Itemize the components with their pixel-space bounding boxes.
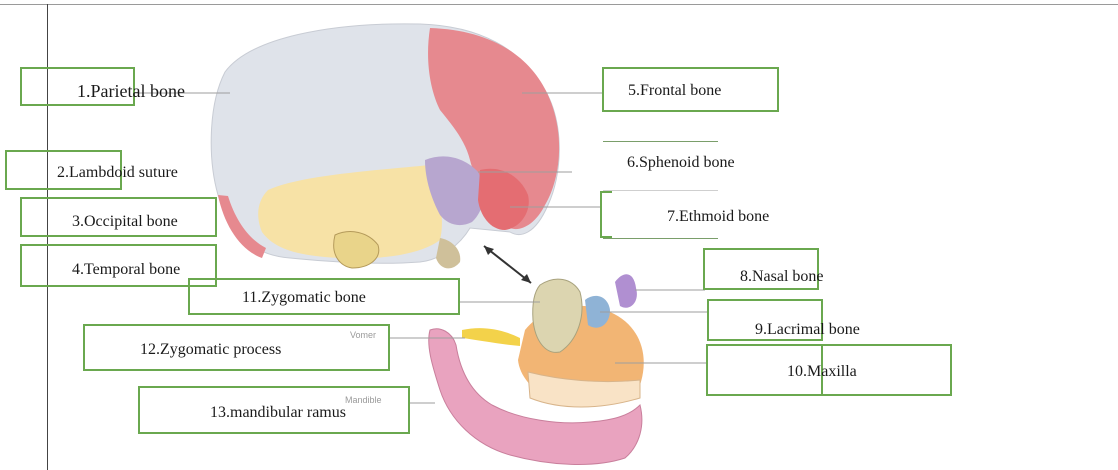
sphenoid-bottom-rule (603, 190, 718, 191)
label-lambdoid-suture: 2.Lambdoid suture (57, 165, 178, 181)
label-mandibular-ramus: 13.mandibular ramus (210, 405, 346, 421)
label-frontal-bone: 5.Frontal bone (628, 83, 721, 99)
label-sphenoid-bone: 6.Sphenoid bone (627, 155, 735, 171)
label-lacrimal-bone: 9.Lacrimal bone (755, 322, 860, 338)
label-nasal-bone: 8.Nasal bone (740, 269, 824, 285)
ethmoid-bottom-rule (603, 238, 718, 239)
sphenoid-top-rule (603, 141, 718, 142)
label-ethmoid-bone: 7.Ethmoid bone (667, 209, 769, 225)
label-maxilla: 10.Maxilla (787, 364, 857, 380)
label-temporal-bone: 4.Temporal bone (72, 262, 180, 278)
label-zygomatic-process: 12.Zygomatic process (140, 342, 281, 358)
nasal-bone-shape (615, 274, 637, 307)
zygomatic-process-shape (462, 328, 520, 346)
label-occipital-bone: 3.Occipital bone (72, 214, 178, 230)
label-box-ethmoid (600, 191, 612, 238)
label-zygomatic-bone: 11.Zygomatic bone (242, 290, 366, 306)
label-parietal-bone: 1.Parietal bone (77, 82, 185, 100)
